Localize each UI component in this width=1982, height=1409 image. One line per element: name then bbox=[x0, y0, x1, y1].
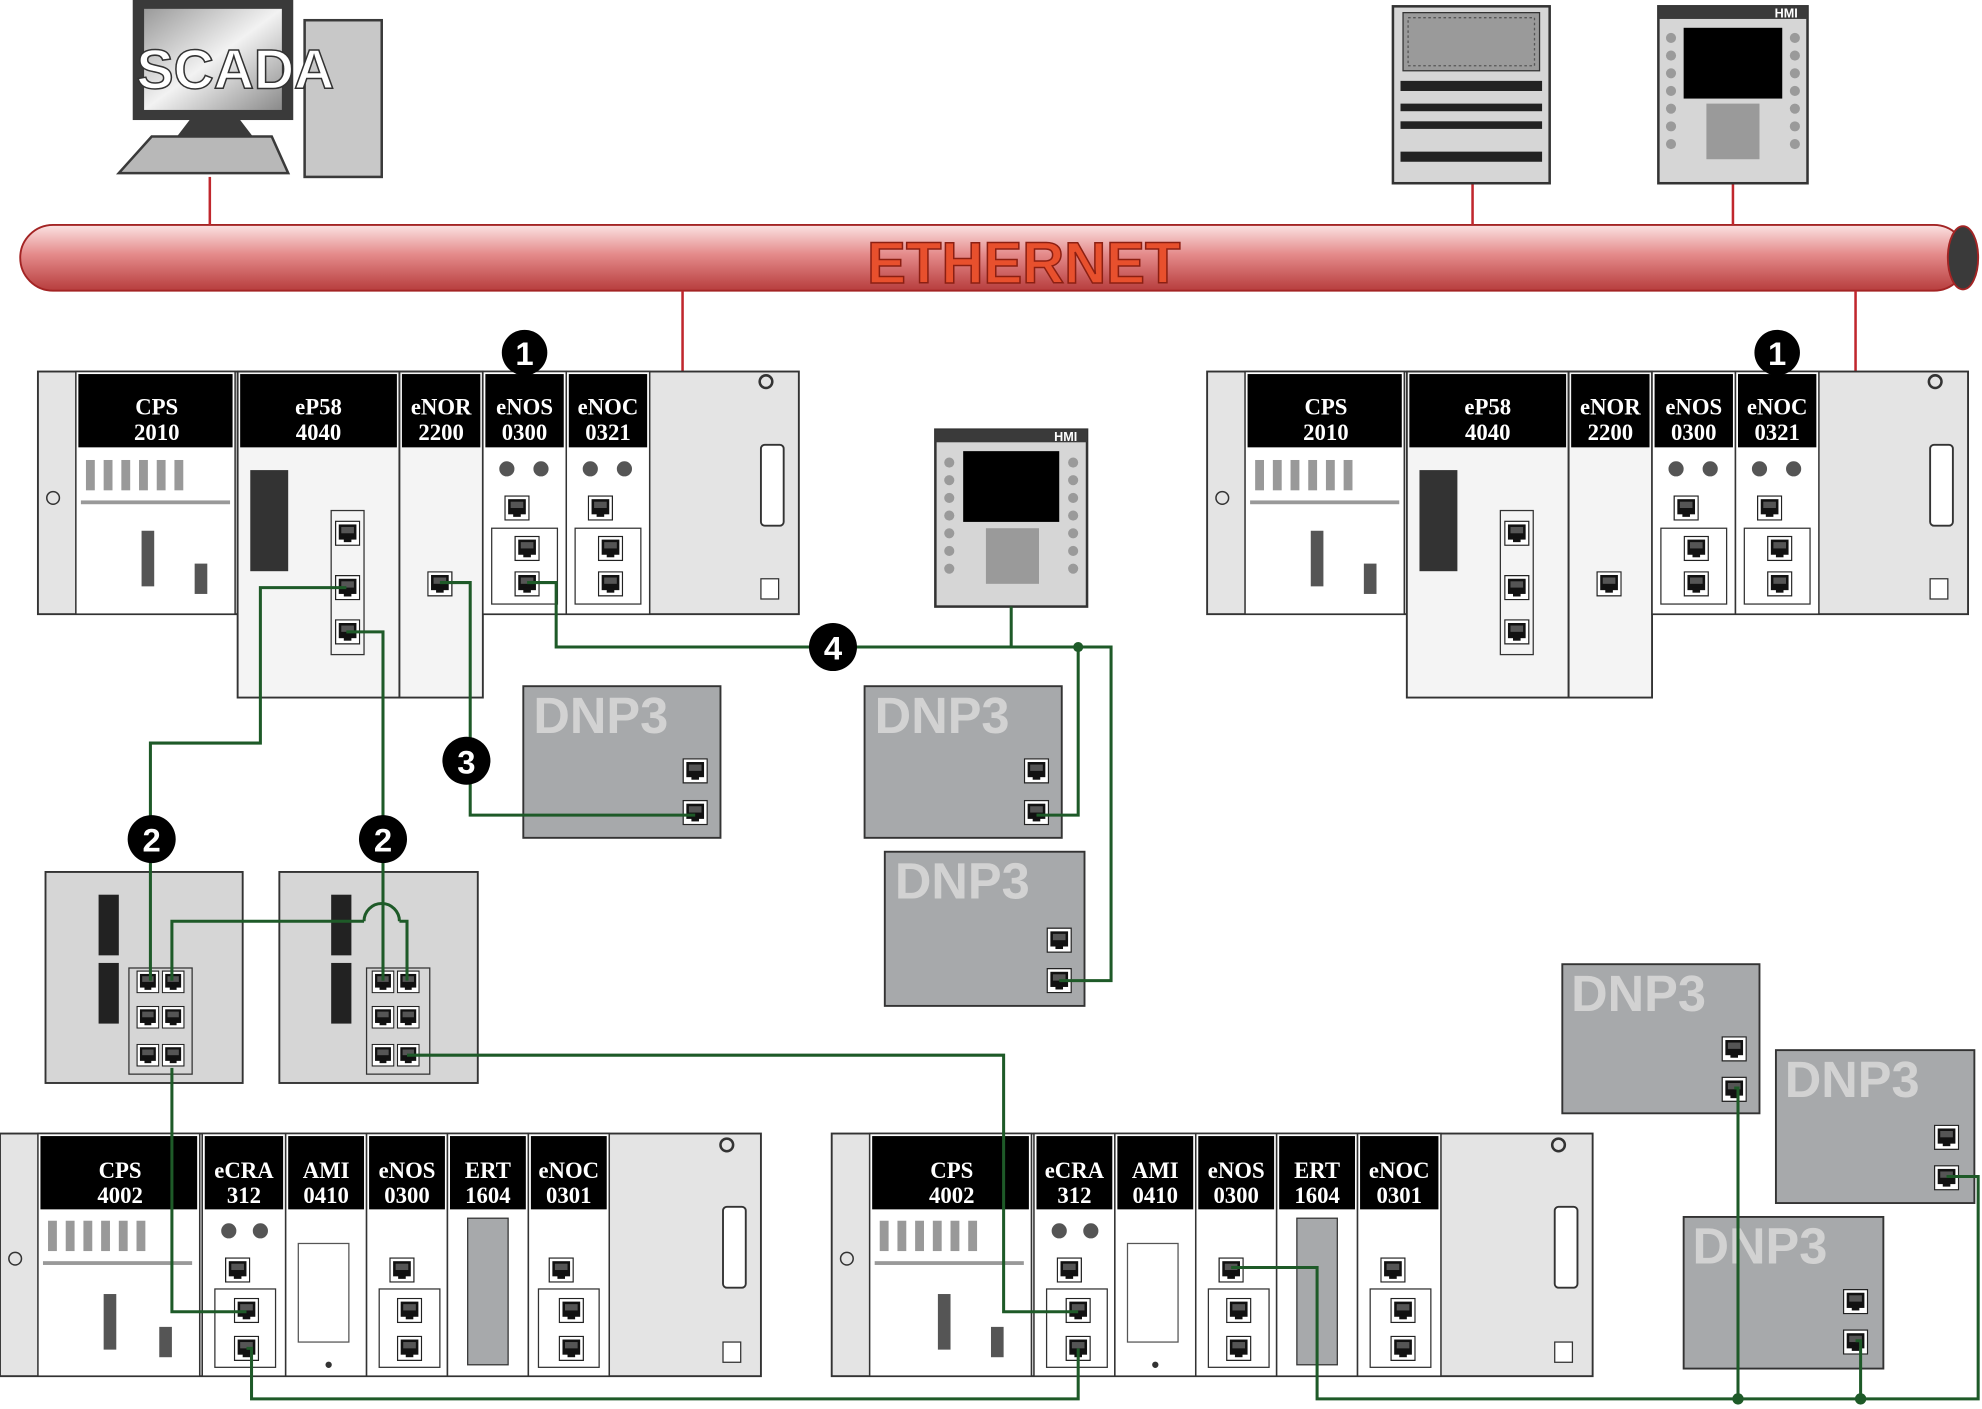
br-mod-0-line2: 4002 bbox=[929, 1183, 974, 1208]
tr-mod-2-line1: eNOR bbox=[1580, 394, 1641, 419]
callout-3-num: 3 bbox=[457, 743, 475, 780]
callout-2-right: 2 bbox=[358, 815, 408, 864]
dnp3-5-label: DNP3 bbox=[1785, 1051, 1920, 1108]
br-mod-2-line2: 0410 bbox=[1133, 1183, 1178, 1208]
callout-3: 3 bbox=[442, 736, 491, 785]
switch-left bbox=[44, 871, 244, 1084]
rack-top-right: CPS 2010 eP58 4040 eNOR 2200 eNOS 0300 e… bbox=[1206, 370, 1969, 699]
tr-mod-0-line1: CPS bbox=[1304, 394, 1347, 419]
tl-mod-4-line1: eNOC bbox=[578, 394, 639, 419]
switch-right bbox=[278, 871, 479, 1084]
callout-4-num: 4 bbox=[824, 630, 843, 667]
bl-mod-0-line2: 4002 bbox=[97, 1183, 142, 1208]
tl-mod-0-line1: CPS bbox=[135, 394, 178, 419]
br-mod-1-line2: 312 bbox=[1057, 1183, 1091, 1208]
bl-mod-3-line1: eNOS bbox=[379, 1158, 436, 1183]
bl-mod-2-line2: 0410 bbox=[303, 1183, 348, 1208]
tl-mod-1-line2: 4040 bbox=[296, 420, 341, 445]
callout-4: 4 bbox=[808, 623, 857, 672]
callout-1-left-num: 1 bbox=[515, 335, 533, 372]
rack-top-left: CPS 2010 eP58 4040 eNOR 2200 eNOS 0300 e… bbox=[36, 370, 800, 699]
callout-1-right-num: 1 bbox=[1768, 335, 1786, 372]
dnp3-3-label: DNP3 bbox=[895, 852, 1030, 909]
br-mod-3-line2: 0300 bbox=[1213, 1183, 1258, 1208]
br-mod-1-line1: eCRA bbox=[1045, 1158, 1105, 1183]
dnp3-device-2: DNP3 bbox=[863, 685, 1063, 839]
tr-mod-4-line2: 0321 bbox=[1754, 420, 1799, 445]
br-mod-0-line1: CPS bbox=[930, 1158, 973, 1183]
tl-mod-4-line2: 0321 bbox=[585, 420, 630, 445]
callout-1-left: 1 bbox=[501, 329, 548, 376]
bl-mod-2-line1: AMI bbox=[303, 1158, 350, 1183]
scada-workstation: SCADA bbox=[115, 0, 383, 179]
field-links bbox=[148, 581, 1980, 1401]
dnp3-6-label: DNP3 bbox=[1692, 1218, 1827, 1275]
tl-mod-2-line2: 2200 bbox=[418, 420, 463, 445]
bl-mod-5-line1: eNOC bbox=[538, 1158, 599, 1183]
br-mod-5-line2: 0301 bbox=[1377, 1183, 1422, 1208]
bl-mod-1-line2: 312 bbox=[227, 1183, 261, 1208]
rack-bottom-left: CPS 4002 eCRA 312 AMI 0410 eNOS 0300 ERT… bbox=[0, 1132, 762, 1378]
tr-mod-3-line1: eNOS bbox=[1665, 394, 1722, 419]
dnp3-device-4: DNP3 bbox=[1561, 963, 1761, 1115]
tl-mod-3-line2: 0300 bbox=[502, 420, 547, 445]
tl-mod-2-line1: eNOR bbox=[411, 394, 472, 419]
tl-mod-1-line1: eP58 bbox=[295, 394, 342, 419]
dnp3-1-label: DNP3 bbox=[533, 687, 668, 744]
dnp3-device-5: DNP3 bbox=[1774, 1049, 1976, 1204]
dnp3-device-1: DNP3 bbox=[522, 685, 722, 839]
dnp3-2-label: DNP3 bbox=[875, 687, 1010, 744]
tr-mod-2-line2: 2200 bbox=[1588, 420, 1633, 445]
dnp3-device-3: DNP3 bbox=[883, 850, 1086, 1007]
bl-mod-1-line1: eCRA bbox=[214, 1158, 274, 1183]
tr-mod-1-line2: 4040 bbox=[1465, 420, 1510, 445]
br-mod-4-line2: 1604 bbox=[1294, 1183, 1339, 1208]
bl-mod-4-line2: 1604 bbox=[465, 1183, 510, 1208]
hmi-panel-top: HMI bbox=[1657, 5, 1809, 185]
callout-1-right: 1 bbox=[1754, 329, 1800, 376]
rack-bottom-right: CPS 4002 eCRA 312 AMI 0410 eNOS 0300 ERT… bbox=[830, 1132, 1594, 1378]
bl-mod-3-line2: 0300 bbox=[384, 1183, 429, 1208]
hmi-top-label: HMI bbox=[1775, 7, 1798, 21]
tl-mod-0-line2: 2010 bbox=[134, 420, 179, 445]
callout-2-left: 2 bbox=[127, 815, 176, 864]
dnp3-4-label: DNP3 bbox=[1571, 965, 1706, 1022]
br-mod-2-line1: AMI bbox=[1132, 1158, 1179, 1183]
scada-label: SCADA bbox=[137, 38, 335, 100]
callout-2-left-num: 2 bbox=[143, 822, 161, 859]
br-mod-4-line1: ERT bbox=[1294, 1158, 1340, 1183]
tl-mod-3-line1: eNOS bbox=[496, 394, 553, 419]
tr-mod-0-line2: 2010 bbox=[1303, 420, 1348, 445]
hmi-middle-label: HMI bbox=[1054, 430, 1077, 444]
tr-mod-3-line2: 0300 bbox=[1671, 420, 1716, 445]
dnp3-device-6: DNP3 bbox=[1682, 1215, 1885, 1370]
ethernet-label: ETHERNET bbox=[867, 231, 1180, 296]
io-device bbox=[1391, 5, 1551, 185]
bl-mod-4-line1: ERT bbox=[465, 1158, 511, 1183]
tr-mod-1-line1: eP58 bbox=[1464, 394, 1511, 419]
callout-2-right-num: 2 bbox=[374, 822, 392, 859]
br-mod-3-line1: eNOS bbox=[1208, 1158, 1265, 1183]
br-mod-5-line1: eNOC bbox=[1369, 1158, 1430, 1183]
ethernet-bus: ETHERNET bbox=[19, 223, 1980, 297]
tr-mod-4-line1: eNOC bbox=[1747, 394, 1808, 419]
bl-mod-0-line1: CPS bbox=[99, 1158, 142, 1183]
link-junctions bbox=[1073, 641, 1867, 1405]
hmi-panel-middle: HMI bbox=[934, 428, 1089, 608]
bl-mod-5-line2: 0301 bbox=[546, 1183, 591, 1208]
